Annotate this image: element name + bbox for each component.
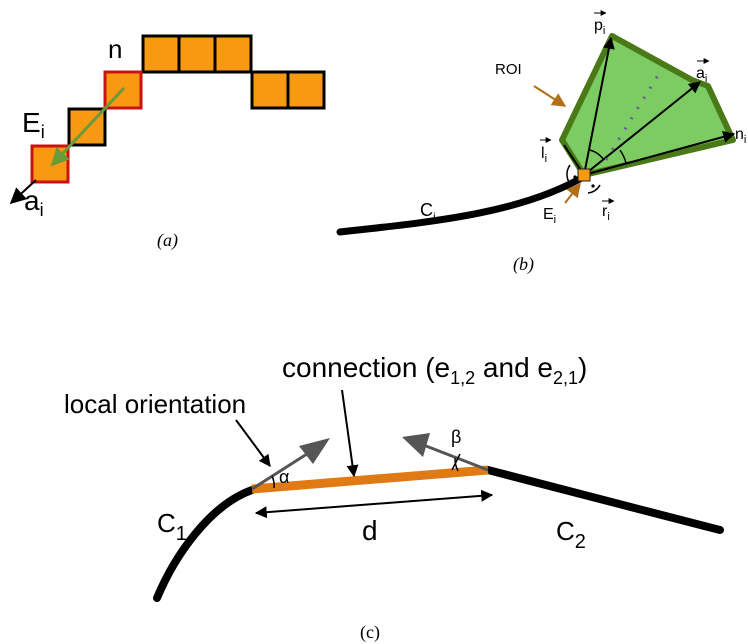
caption-b: (b) <box>513 254 534 275</box>
caption-a: (a) <box>157 230 178 251</box>
label-a: ai <box>696 65 707 85</box>
label-e: Ei <box>543 206 556 226</box>
label-p: pi <box>594 17 605 37</box>
panel-b: ROI pi ai ni li ri Ei Ci (b) <box>336 10 746 275</box>
e-pointer-arrow <box>564 182 581 204</box>
orientation-arrow-left <box>251 450 311 491</box>
angle-dot <box>573 175 577 179</box>
angle-arc <box>619 149 627 164</box>
label-e: Ei <box>22 107 45 142</box>
label-c1: C1 <box>157 508 187 545</box>
angle-dot <box>591 184 595 188</box>
connection-line <box>251 465 489 494</box>
label-l: li <box>541 145 547 165</box>
grid-cell <box>141 34 181 74</box>
beta-arc <box>454 457 459 472</box>
endpoint-square <box>577 168 591 182</box>
label-a: ai <box>24 185 44 220</box>
alpha-label: α <box>279 467 289 487</box>
angle-arc-right <box>587 184 601 194</box>
direction-arrow <box>50 86 126 167</box>
grid-cell <box>213 34 253 74</box>
grid-cell-highlighted <box>30 144 70 184</box>
beta-tick <box>451 453 461 471</box>
panel-a: n Ei ai (a) <box>9 34 326 251</box>
alpha-arc <box>271 475 275 489</box>
orientation-arrowhead-left <box>299 438 330 464</box>
grid-cell <box>177 34 217 74</box>
orientation-arrowhead-right <box>402 433 430 457</box>
connection-label: connection (e1,2 and e2,1) <box>282 352 587 388</box>
grid-cell <box>286 70 326 110</box>
grid-cell <box>250 70 290 110</box>
curve-c1 <box>153 486 256 602</box>
curve-ci <box>336 172 589 236</box>
beta-label: β <box>451 427 461 447</box>
connection-pointer <box>341 389 359 478</box>
distance-arrow <box>254 489 494 519</box>
label-c2: C2 <box>556 516 586 553</box>
label-c: Ci <box>420 200 436 224</box>
label-n: n <box>108 34 122 64</box>
panel-c: connection (e1,2 and e2,1) local orienta… <box>64 352 724 643</box>
orientation-arrow-right <box>425 444 489 472</box>
roi-pointer-arrow <box>533 85 567 107</box>
vector-p <box>583 36 615 176</box>
label-roi: ROI <box>495 61 522 78</box>
label-n: ni <box>735 126 746 146</box>
vector-n <box>583 131 736 176</box>
caption-c: (c) <box>360 622 380 643</box>
angle-arc <box>589 149 605 161</box>
local-orientation-pointer <box>235 419 271 467</box>
local-orientation-label: local orientation <box>64 389 246 419</box>
label-d: d <box>362 515 378 546</box>
label-r: ri <box>602 203 610 223</box>
curve-c2 <box>484 466 724 534</box>
a-vector-arrow <box>9 179 37 205</box>
